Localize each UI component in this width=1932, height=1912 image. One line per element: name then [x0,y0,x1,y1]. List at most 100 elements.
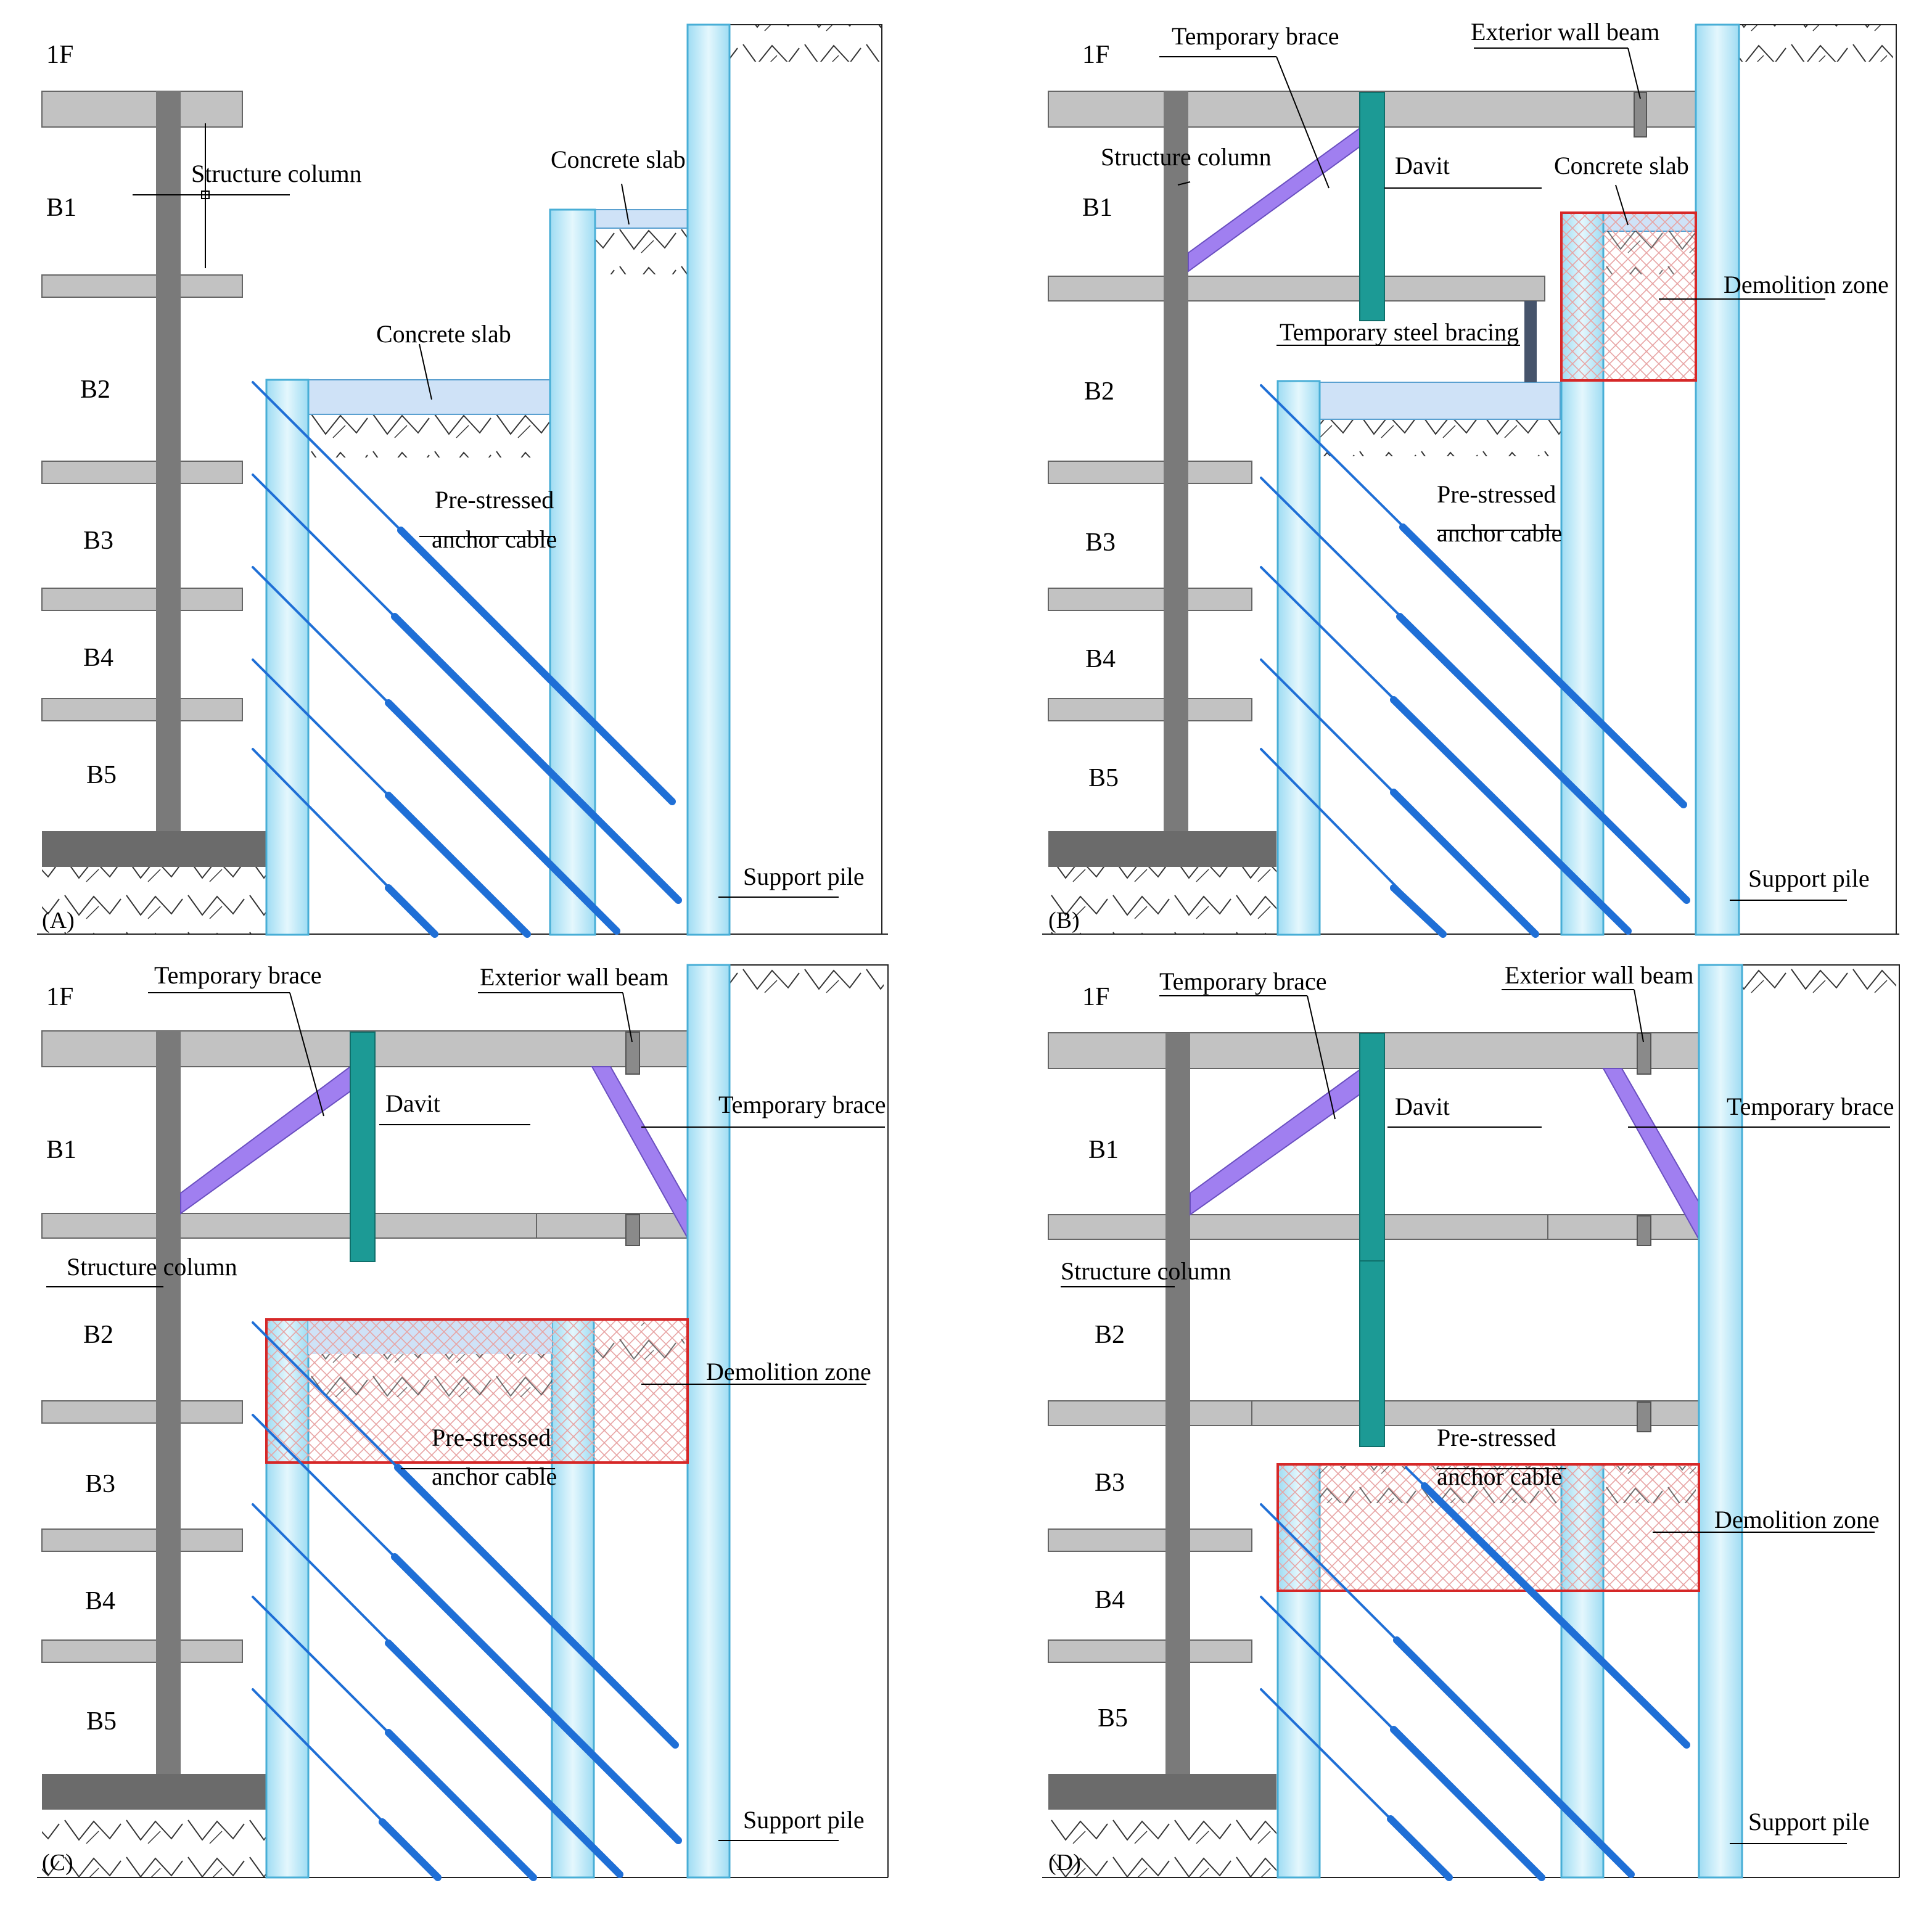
support-pile-label: Support pile [743,1806,865,1834]
structure-column-label: Structure column [67,1253,237,1281]
anchor-cable-bond [394,1464,679,1749]
boundary-line [1042,24,1899,935]
demolition-zone-border [1560,211,1697,382]
demolition-zone-soil-right [595,1323,684,1360]
retaining-pile-2 [549,208,596,936]
panel-b: 1F B1 B2 B3 B4 B5 Temporary brace Exteri… [1042,18,1899,938]
leader-lines [1159,47,1847,901]
anchor-cables [252,1321,682,1881]
structure-column [156,91,181,831]
anchor-cable-label-2: anchor cable [432,525,557,553]
floor-label: B3 [85,1470,115,1498]
soil-bottom-left [42,1810,267,1877]
panel-label: (C) [42,1850,73,1876]
floor-label: B2 [83,1321,113,1349]
floor-label: B3 [1095,1469,1125,1497]
demolition-zone-label: Demolition zone [1724,271,1889,298]
concrete-slab-lower [308,379,551,415]
exterior-wall-beam-label: Exterior wall beam [1471,18,1660,46]
foundation-slab [1048,831,1276,867]
slab-b1 [1048,276,1545,302]
anchor-cable-bond [1396,613,1690,904]
anchor-cable-label-2: anchor cable [1437,1463,1562,1490]
slab-b1 [41,274,243,298]
davit [1359,1033,1385,1447]
slab-b3 [1048,588,1252,611]
demolition-zone [265,1318,689,1464]
anchor-cable-bond [391,613,682,904]
structure-column-label: Structure column [191,160,362,187]
anchor-cable-bond [385,1729,537,1881]
floor-label: 1F [46,41,73,69]
concrete-slab-lower-label: Concrete slab [376,320,511,348]
exterior-wall-beam-1f [625,1032,640,1075]
temporary-brace-left [180,1065,351,1215]
slab-b2 [41,461,243,484]
anchor-cable-bond [397,527,676,805]
floor-label: B1 [46,1136,76,1164]
slab-b2 [1048,461,1252,484]
slab-b3 [1048,1528,1252,1552]
slab-b4 [41,1639,243,1663]
anchor-cable-bond [1390,884,1447,938]
concrete-slab-upper [594,209,688,229]
temporary-steel-bracing-label: Temporary steel bracing [1280,318,1519,346]
leader-lines [133,123,839,898]
floor-labels: 1F B1 B2 B3 B4 B5 [46,41,117,789]
anchor-cable-label-1: Pre-stressed [432,1424,551,1451]
soil-bottom-left [1048,1810,1276,1877]
exterior-wall-beam-1f [1637,1033,1651,1075]
support-pile [686,23,731,936]
foundation-slab [42,831,267,867]
concrete-slab-upper-label: Concrete slab [551,146,686,173]
temporary-brace-left-label: Temporary brace [154,961,321,989]
anchor-cable-bond [1387,1815,1453,1881]
floor-label: 1F [1082,983,1109,1011]
temporary-brace-right [591,1066,688,1241]
demolition-zone-soil [1603,231,1696,274]
floor-label: B2 [1095,1321,1125,1349]
slab-b3 [41,588,243,611]
anchor-cable-bond [391,1553,682,1844]
davit-label: Davit [385,1089,440,1117]
structure-column [156,1031,181,1774]
anchor-cables [252,381,682,938]
exterior-wall-beam-b2 [1637,1401,1651,1432]
demolition-zone-soil-right [1603,1466,1696,1503]
floor-label: B4 [1095,1586,1125,1614]
anchor-cable-bond [385,884,438,938]
structure-column-label: Structure column [1061,1257,1231,1285]
slab-b4 [41,698,243,721]
anchor-cable-label-2: anchor cable [1437,519,1562,547]
retaining-pile-1 [1276,380,1321,936]
support-pile-label: Support pile [1748,864,1870,892]
floor-label: B5 [1098,1704,1128,1733]
panel-label: (B) [1048,908,1080,933]
slab-b3 [41,1528,243,1552]
davit-label: Davit [1395,1093,1450,1120]
anchor-cable-bond [385,1639,623,1878]
panel-label: (D) [1048,1850,1081,1876]
anchor-cable-bond [379,1818,442,1881]
support-pile-label: Support pile [1748,1808,1870,1836]
floor-label: B2 [1084,377,1114,406]
floor-label: B2 [80,375,110,404]
anchor-cables [1260,1466,1690,1881]
demolition-zone-label: Demolition zone [1714,1506,1880,1533]
foundation-slab [1048,1774,1276,1810]
support-pile [686,964,731,1879]
temporary-brace-right-label: Temporary brace [718,1091,886,1118]
leader-lines [1061,989,1890,1844]
support-pile-label: Support pile [743,863,865,890]
exterior-wall-beam-label: Exterior wall beam [480,963,669,991]
demolition-zone-label: Demolition zone [706,1358,871,1385]
support-pile [1695,23,1740,936]
demolition-zone [1276,1463,1700,1592]
floor-label: B3 [83,527,113,555]
boundary-line [37,24,888,935]
soil-bottom-left [42,866,267,934]
demolition-zone-border [1276,1463,1700,1592]
anchor-cable-bond [1390,1726,1545,1881]
anchor-cable-bond [385,699,620,935]
